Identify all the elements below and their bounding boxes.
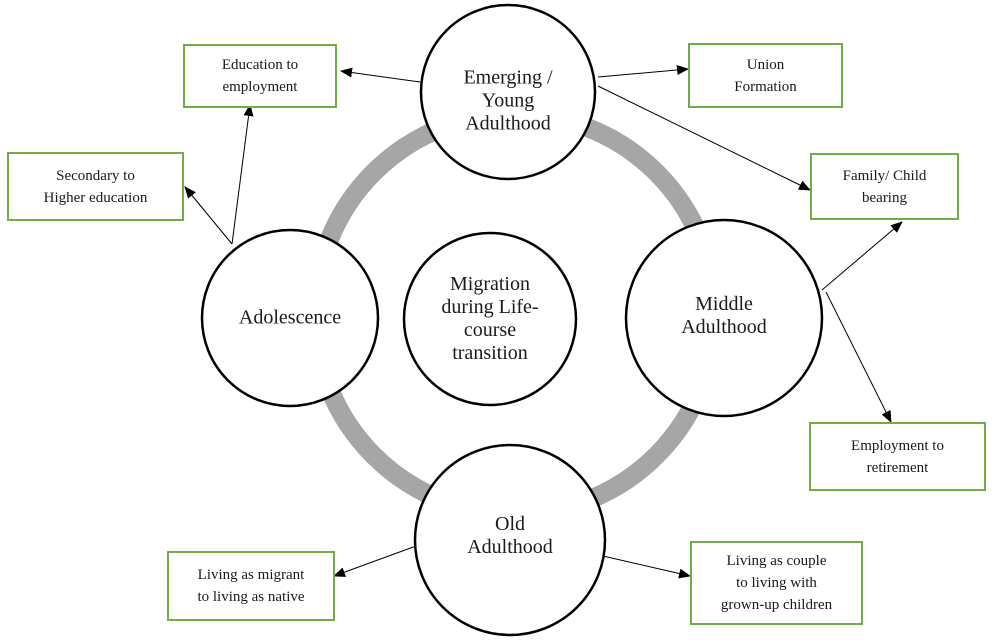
- couple-to-grownup-children-box: Living as couple to living with grown-up…: [690, 541, 863, 625]
- arrow-to-family-from-middle: [821, 221, 903, 291]
- emerging-adulthood-label: Emerging / Young Adulthood: [463, 66, 553, 135]
- secondary-to-higher-education-box: Secondary to Higher education: [7, 152, 184, 221]
- arrow-to-education-employment-from-adolescence: [231, 104, 254, 245]
- education-to-employment-box: Education to employment: [183, 44, 337, 108]
- adolescence-label: Adolescence: [238, 306, 342, 329]
- arrow-to-education-employment: [340, 67, 421, 83]
- arrow-to-secondary-higher: [184, 186, 233, 245]
- arrow-to-couple-grownup: [602, 555, 691, 579]
- center-circle: [402, 231, 578, 407]
- old-adulthood-circle: [413, 443, 607, 637]
- middle-adulthood-label: Middle Adulthood: [681, 293, 767, 338]
- middle-adulthood-circle: [624, 218, 824, 418]
- family-child-bearing-box: Family/ Child bearing: [810, 153, 959, 220]
- emerging-adulthood-circle: [419, 3, 597, 181]
- employment-to-retirement-box: Employment to retirement: [809, 422, 986, 491]
- arrow-to-employment-retirement: [825, 291, 892, 423]
- arrow-to-migrant-native: [333, 545, 417, 577]
- center-label: Migration during Life- course transition: [441, 273, 539, 364]
- arrow-to-union-formation: [597, 64, 689, 78]
- arrow-to-family-child-bearing: [597, 85, 811, 191]
- adolescence-circle: [200, 228, 380, 408]
- old-adulthood-label: Old Adulthood: [467, 513, 553, 558]
- migrant-to-native-box: Living as migrant to living as native: [167, 551, 335, 621]
- union-formation-box: Union Formation: [688, 43, 843, 108]
